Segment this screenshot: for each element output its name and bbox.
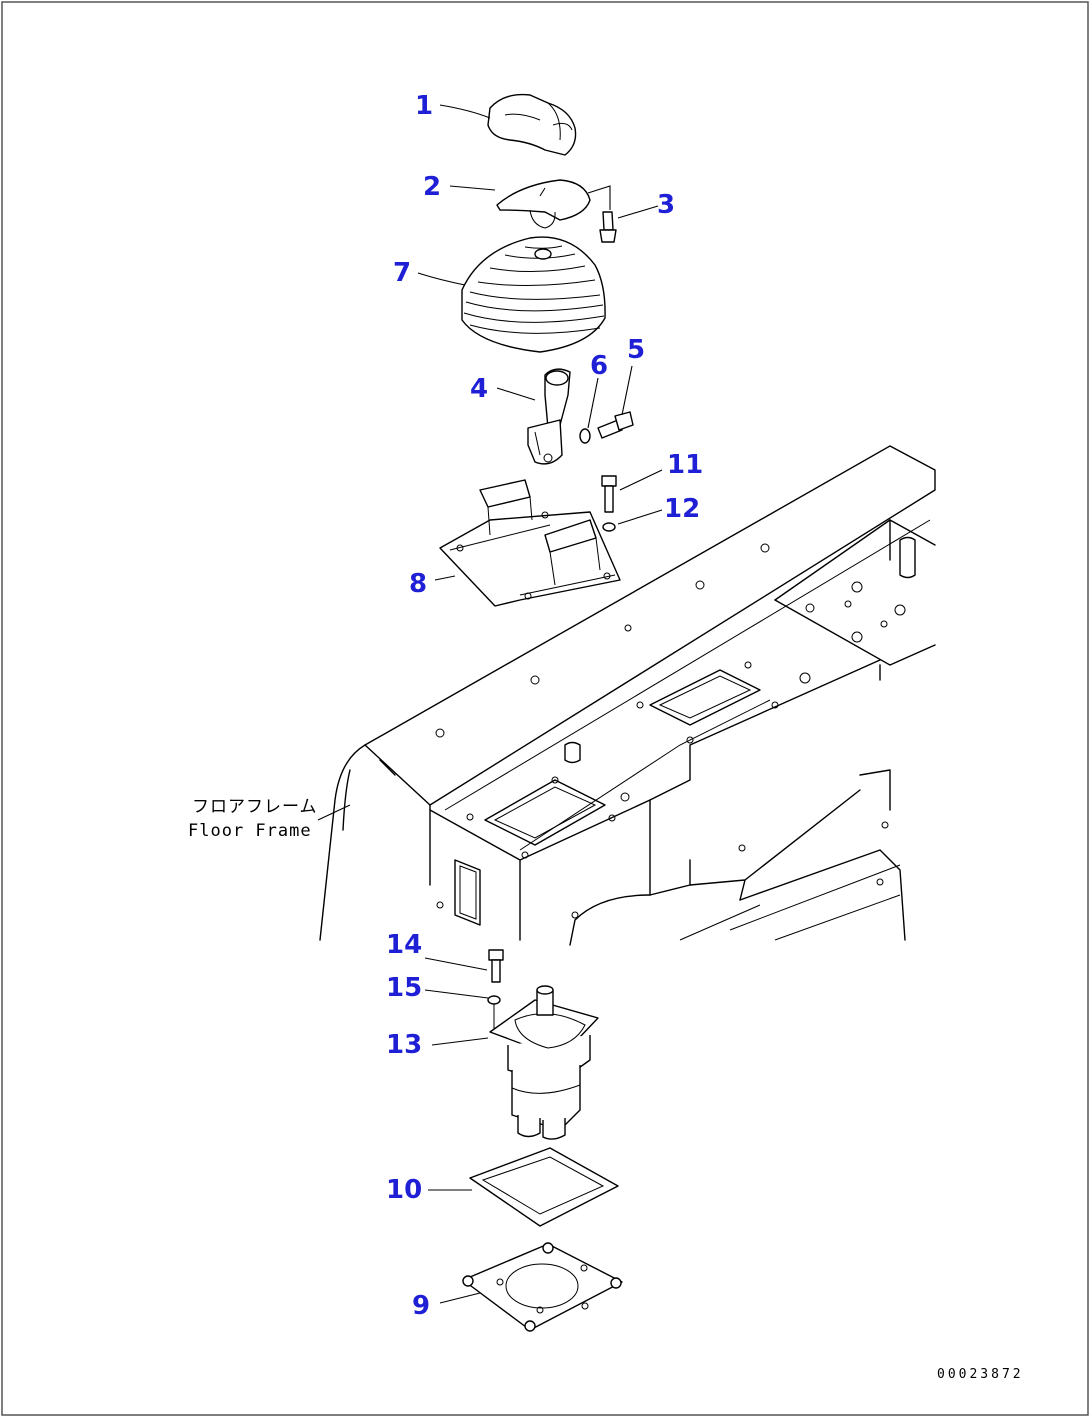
part-12-washer — [602, 522, 616, 532]
drawing-code: 00023872 — [937, 1367, 1024, 1382]
callout-2: 2 — [423, 172, 441, 202]
part-5-bolt — [597, 411, 634, 439]
callout-6: 6 — [590, 351, 608, 381]
callout-5: 5 — [627, 335, 645, 365]
part-7-boot — [461, 236, 606, 353]
part-14-bolt — [488, 949, 504, 983]
callout-11: 11 — [667, 450, 703, 480]
callout-3: 3 — [657, 190, 675, 220]
callout-13: 13 — [386, 1030, 422, 1060]
part-2-grip-base — [496, 179, 611, 229]
floor-frame — [317, 445, 936, 946]
part-4-lever — [527, 368, 571, 465]
part-1-knob — [487, 93, 577, 156]
part-13-valve — [489, 985, 599, 1140]
part-9-plate — [462, 1242, 623, 1332]
part-3-screw — [599, 211, 617, 243]
callout-9: 9 — [412, 1291, 430, 1321]
part-11-bolt — [601, 475, 617, 513]
frame-label-jp: フロアフレーム — [192, 797, 318, 817]
frame-holes — [435, 543, 906, 919]
frame-label-en: Floor Frame — [188, 821, 312, 841]
callout-10: 10 — [386, 1175, 422, 1205]
part-8-bracket — [439, 479, 621, 607]
callout-7: 7 — [393, 258, 411, 288]
callout-12: 12 — [664, 494, 700, 524]
part-10-gasket — [469, 1147, 619, 1227]
part-15-washer — [487, 995, 501, 1030]
leader-lines — [417, 104, 663, 1304]
callout-15: 15 — [386, 973, 422, 1003]
callout-14: 14 — [386, 930, 422, 960]
callout-8: 8 — [409, 569, 427, 599]
callout-4: 4 — [470, 374, 488, 404]
callout-numbers: 1 2 3 7 5 6 4 11 12 8 14 15 13 10 9 — [386, 91, 703, 1321]
part-6-washer — [579, 428, 591, 444]
callout-1: 1 — [415, 91, 433, 121]
